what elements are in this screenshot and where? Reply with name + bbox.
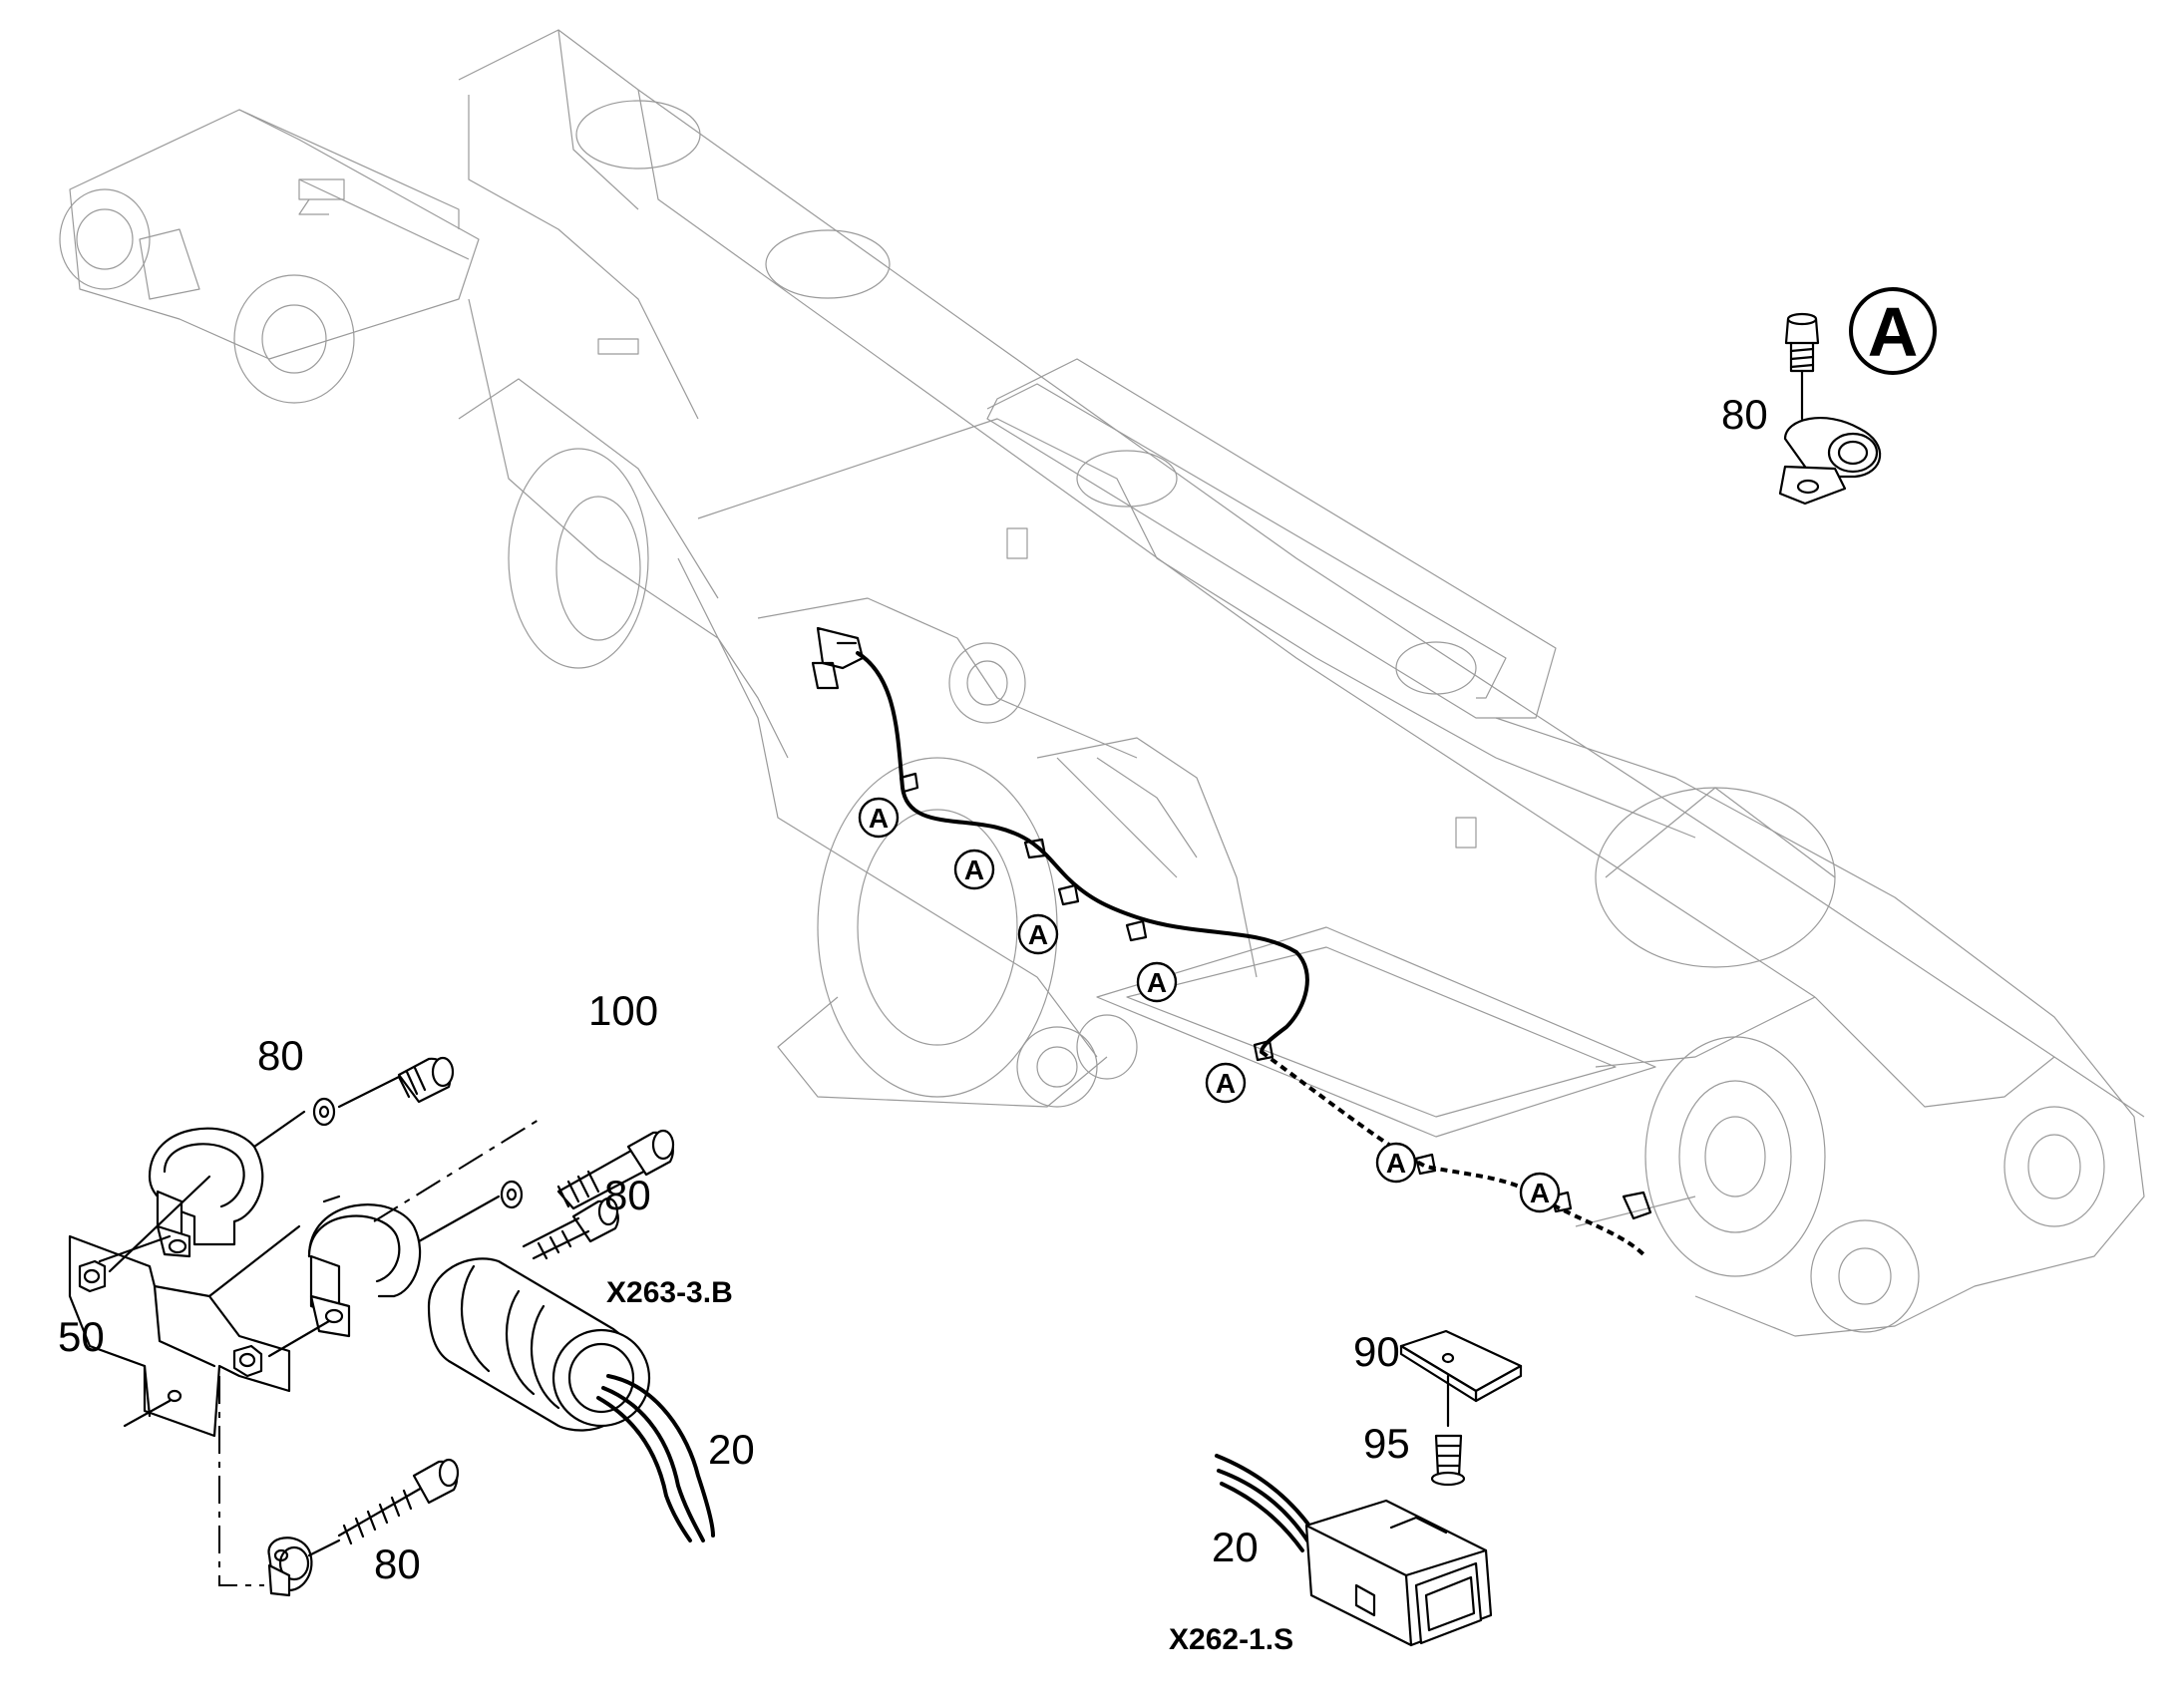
detail-marker: A bbox=[1868, 293, 1919, 371]
clamp-middle bbox=[307, 1203, 422, 1338]
connector-label-x263: X263-3.B bbox=[606, 1276, 733, 1309]
callout-a-7: A bbox=[1519, 1172, 1561, 1213]
part-number-20-connector: 20 bbox=[1212, 1524, 1259, 1570]
callout-a-6: A bbox=[1375, 1142, 1417, 1184]
sensor-x263 bbox=[427, 1257, 715, 1542]
screw-95 bbox=[1430, 1434, 1466, 1487]
callout-a-2: A bbox=[953, 849, 995, 890]
detail-screw-80 bbox=[1784, 312, 1820, 421]
clip-90 bbox=[1399, 1329, 1523, 1428]
callout-letter: A bbox=[1028, 919, 1048, 950]
callout-a-3: A bbox=[1017, 913, 1059, 955]
callout-letter: A bbox=[1216, 1068, 1236, 1099]
callout-letter: A bbox=[1147, 967, 1167, 998]
part-number-80-detail: 80 bbox=[1721, 391, 1768, 438]
screw-100 bbox=[556, 1129, 675, 1210]
connector-x262 bbox=[1215, 1454, 1493, 1647]
callout-a-1: A bbox=[858, 797, 900, 839]
undercarriage-frame bbox=[59, 29, 2145, 1337]
screw-80-top bbox=[337, 1056, 455, 1109]
exploded-view-sensor-mount bbox=[68, 1056, 715, 1597]
part-number-50: 50 bbox=[58, 1313, 105, 1360]
detail-a: A 80 bbox=[1721, 287, 1937, 506]
callout-letter: A bbox=[1386, 1148, 1406, 1179]
part-number-95: 95 bbox=[1363, 1420, 1410, 1467]
part-number-80-top: 80 bbox=[257, 1032, 304, 1079]
callout-a-5: A bbox=[1205, 1062, 1247, 1104]
detail-clamp bbox=[1778, 417, 1882, 506]
part-number-90: 90 bbox=[1353, 1328, 1400, 1375]
washer-upper bbox=[312, 1097, 336, 1127]
callout-a-4: A bbox=[1136, 961, 1178, 1003]
part-number-80-bottom: 80 bbox=[374, 1540, 421, 1587]
connector-label-x262: X262-1.S bbox=[1169, 1623, 1293, 1656]
washer-middle bbox=[500, 1180, 524, 1209]
small-clamp bbox=[267, 1537, 341, 1597]
callout-letter: A bbox=[1530, 1178, 1550, 1208]
screw-80-mid bbox=[522, 1196, 619, 1260]
part-number-80-mid: 80 bbox=[604, 1172, 651, 1218]
part-number-20-cable: 20 bbox=[708, 1426, 755, 1473]
detail-marker-ring bbox=[1849, 287, 1937, 375]
screw-80-bottom bbox=[337, 1458, 460, 1545]
cable-route bbox=[856, 651, 1652, 1258]
part-number-100: 100 bbox=[588, 987, 658, 1034]
callout-letter: A bbox=[964, 854, 984, 885]
clamp-upper bbox=[148, 1127, 264, 1258]
bracket-50 bbox=[68, 1234, 291, 1438]
mounted-sensor bbox=[811, 626, 865, 690]
callout-letter: A bbox=[869, 803, 889, 834]
